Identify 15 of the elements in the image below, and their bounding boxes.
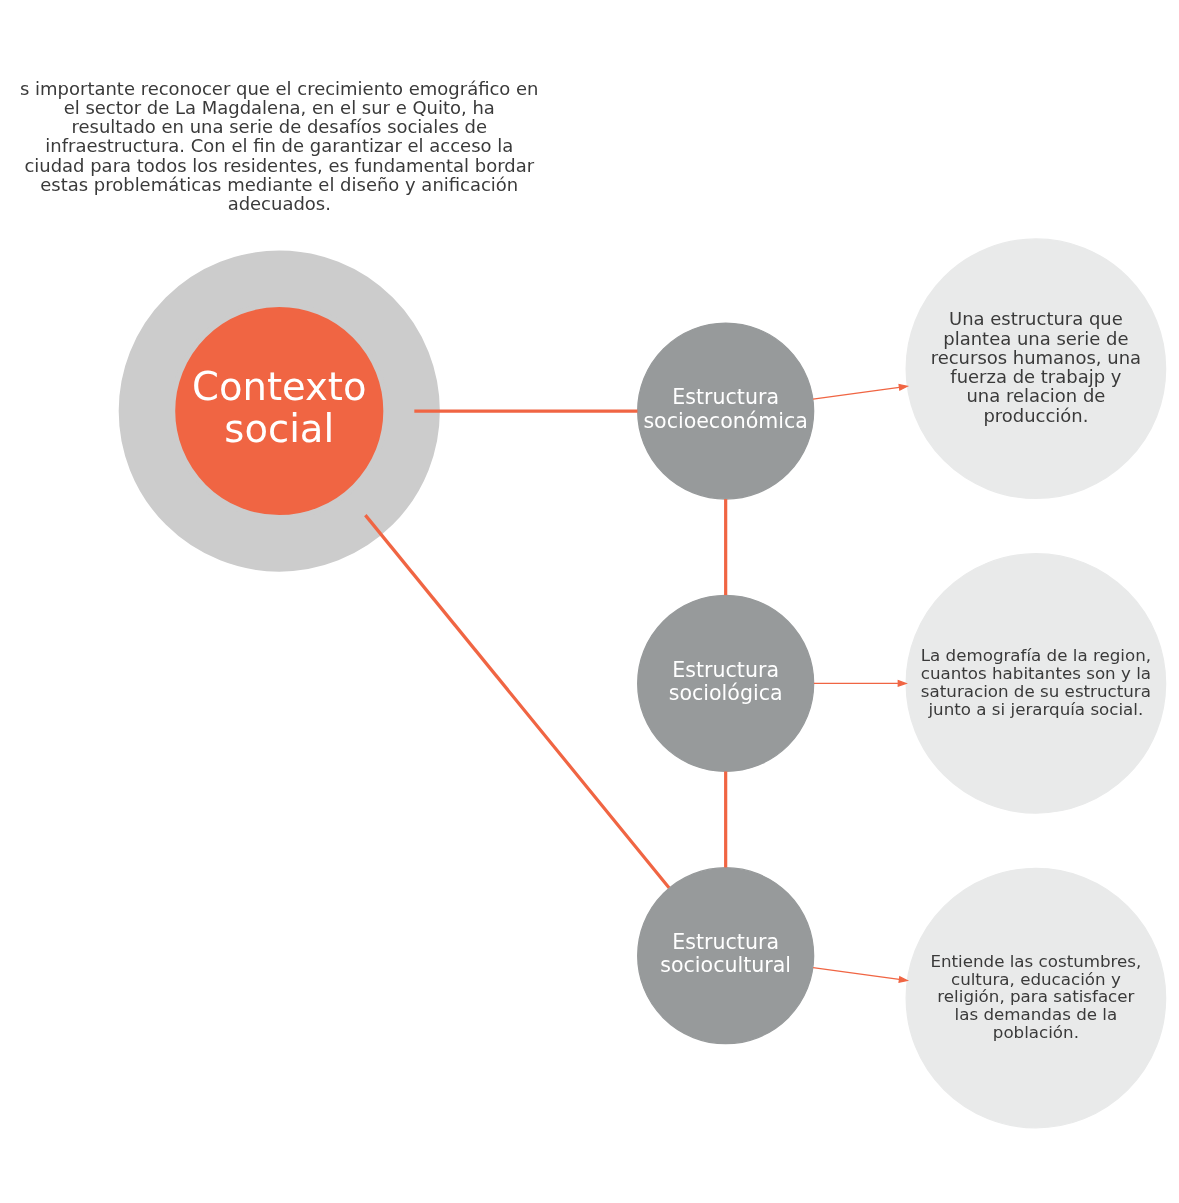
node-circle: Entiende las costumbres, cultura, educación y religión, para satisfacer las demandas de la población. [905, 867, 1167, 1129]
arrow [813, 679, 908, 687]
connector [724, 499, 728, 596]
arrow [812, 966, 910, 983]
label: s importante reconocer que el crecimiento emográfico en el sector de La Magdalena, en el sur e Quito, ha resultado en una serie de desafíos sociales de infraestructura. Con el fin de garantizar el acceso la ciudad para todos los residentes, es fundamental bordar estas problemáticas mediante el diseño y anificación adecuados. [20, 77, 539, 215]
connector [414, 409, 638, 413]
node-circle: La demografía de la region, cuantos habitantes son y la saturacion de su estructura junto a si jerarquía social. [905, 553, 1167, 814]
connector [724, 771, 728, 868]
connector [364, 514, 671, 889]
node-circle: Contexto social [118, 250, 440, 572]
node-circle: Estructura socioeconómica [637, 322, 815, 500]
node-circle: Estructura sociocultural [637, 867, 815, 1045]
node-circle: Estructura sociológica [637, 594, 815, 773]
node-circle: Una estructura que plantea una serie de recursos humanos, una fuerza de trabajp y una relacion de producción. [905, 238, 1167, 500]
arrow [812, 383, 909, 400]
